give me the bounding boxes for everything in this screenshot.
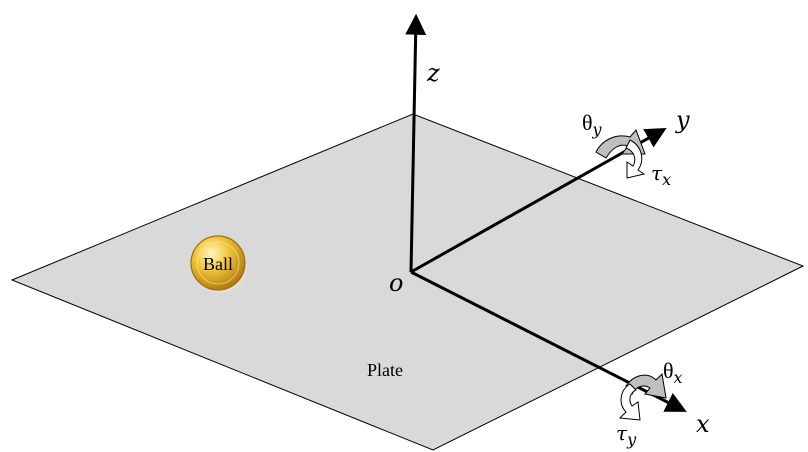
y-axis-line [410, 127, 667, 274]
tau-x-torque-arrow [625, 139, 646, 179]
tau-x-label: τx [651, 161, 671, 189]
theta-x-rotation-arrow [625, 372, 667, 399]
plate-label: Plate [367, 360, 403, 380]
x-axis-label: x [696, 410, 710, 438]
tau-y-torque-arrow [618, 383, 641, 421]
theta-y-label: θy [582, 110, 603, 139]
ball: Ball [190, 235, 247, 293]
origin-label: o [389, 269, 403, 297]
tau-y-label: τy [616, 421, 637, 449]
z-axis-label: z [426, 59, 440, 87]
plate [10, 113, 805, 451]
y-axis-label: y [675, 106, 690, 134]
ball-label: Ball [203, 254, 233, 274]
z-axis-line [405, 13, 427, 273]
theta-x-label: θx [663, 358, 683, 387]
